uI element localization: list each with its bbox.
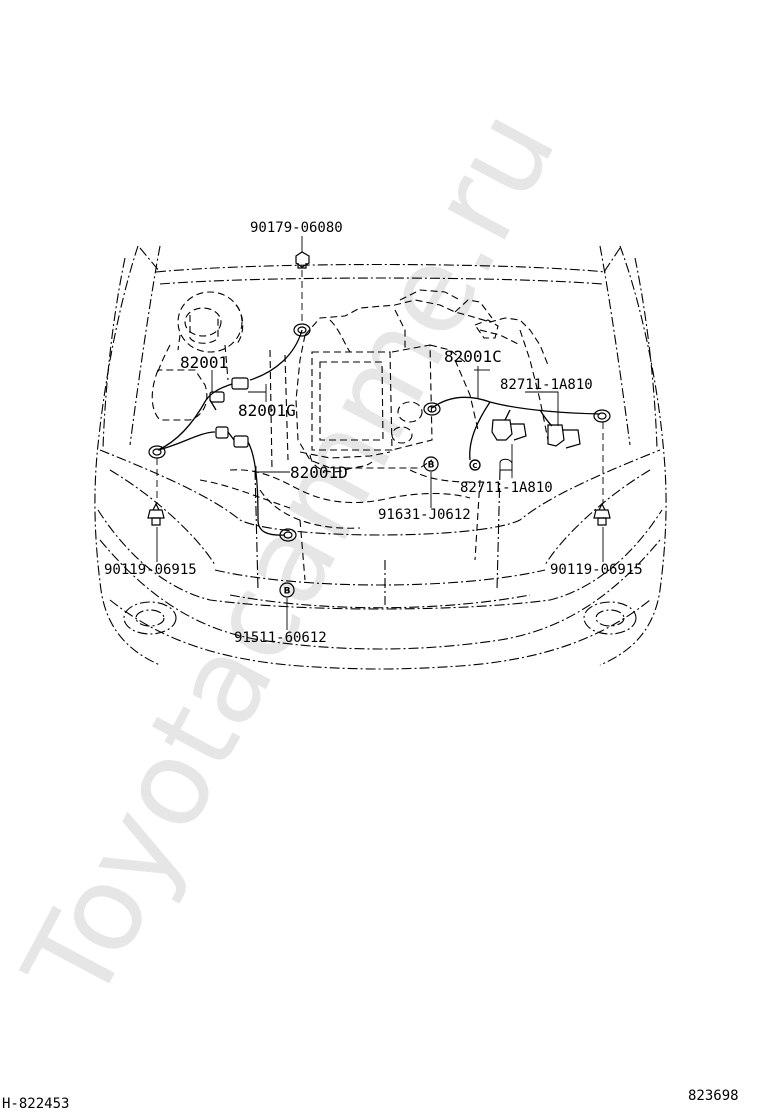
connector-left-mid	[209, 391, 225, 403]
wire-harness-right	[431, 396, 601, 471]
grommet-lower	[279, 528, 297, 542]
footer-left-code: H-822453	[2, 1096, 69, 1112]
grommet-left	[148, 445, 166, 459]
label-harness-82001g: 82001G	[238, 401, 296, 420]
leader-lines	[156, 236, 604, 630]
engine-block	[199, 289, 549, 581]
callout-b-lower: B	[279, 582, 295, 598]
grommet-top	[293, 323, 311, 337]
label-clamp-91631: 91631-J0612	[378, 507, 471, 523]
callout-b-right-text: B	[428, 461, 435, 471]
label-sensor-upper: 82711-1A810	[500, 377, 593, 393]
label-harness-82001c: 82001C	[444, 347, 502, 366]
callout-b-lower-text: B	[284, 587, 291, 597]
bolt-icon-right	[593, 502, 611, 526]
vehicle-outline	[94, 245, 667, 670]
connector-left-upper	[231, 377, 249, 390]
grommet-right	[593, 409, 611, 423]
label-bolt-right: 90119-06915	[550, 562, 643, 578]
label-harness-82001d: 82001D	[290, 463, 348, 482]
brake-booster-reservoir	[151, 291, 244, 421]
label-nut-top: 90179-06080	[250, 220, 343, 236]
label-harness-82001: 82001	[180, 353, 228, 372]
bolt-icon-left	[147, 502, 165, 526]
grommets	[148, 323, 611, 542]
callout-b-right: B	[423, 456, 439, 472]
callout-c-text: C	[472, 462, 477, 470]
label-sensor-lower: 82711-1A810	[460, 480, 553, 496]
label-clamp-91511: 91511-60612	[234, 630, 327, 646]
label-bolt-left: 90119-06915	[104, 562, 197, 578]
footer-right-code: 823698	[688, 1088, 739, 1104]
part-labels: 90179-06080 82001 82001C 82711-1A810 820…	[104, 220, 643, 646]
grommet-right-mid	[423, 402, 441, 416]
callout-c: C	[469, 459, 481, 471]
